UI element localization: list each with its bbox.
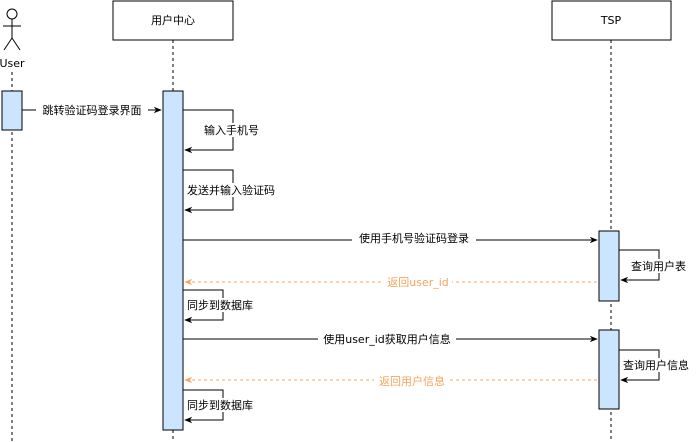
- message-8: 使用user_id获取用户信息: [183, 332, 598, 346]
- message-4: 使用手机号验证码登录: [183, 231, 598, 245]
- message-label: 发送并输入验证码: [187, 183, 275, 197]
- message-label: 跳转验证码登录界面: [43, 103, 142, 117]
- message-label: 查询用户表: [631, 259, 686, 273]
- message-7: 同步到数据库: [183, 289, 265, 324]
- tsp-activation-2: [598, 329, 620, 410]
- user-center-activation: [162, 90, 184, 431]
- message-1: 跳转验证码登录界面: [22, 103, 162, 117]
- message-label: 使用手机号验证码登录: [359, 231, 469, 245]
- participant-label: TSP: [600, 14, 622, 27]
- message-label: 返回user_id: [387, 276, 449, 289]
- message-3: 发送并输入验证码: [183, 169, 285, 214]
- participant-tsp[interactable]: TSP: [551, 0, 672, 41]
- message-11: 同步到数据库: [183, 389, 265, 424]
- tsp-activation-1: [598, 230, 620, 302]
- message-label: 查询用户信息: [623, 358, 689, 372]
- message-10: 返回用户信息: [184, 374, 597, 388]
- message-label: 输入手机号: [204, 123, 259, 137]
- message-2: 输入手机号: [183, 109, 266, 154]
- user-actor[interactable]: User: [0, 8, 25, 70]
- message-label: 使用user_id获取用户信息: [323, 332, 451, 346]
- message-label: 返回用户信息: [379, 374, 445, 388]
- message-label: 同步到数据库: [187, 398, 253, 412]
- message-6: 返回user_id: [184, 275, 597, 289]
- actor-label: User: [0, 57, 25, 70]
- message-label: 同步到数据库: [187, 298, 253, 312]
- participant-user-center[interactable]: 用户中心: [112, 0, 234, 41]
- message-9: 查询用户信息: [619, 349, 696, 384]
- message-5: 查询用户表: [619, 249, 691, 284]
- user-activation: [1, 90, 23, 131]
- participant-label: 用户中心: [151, 13, 195, 27]
